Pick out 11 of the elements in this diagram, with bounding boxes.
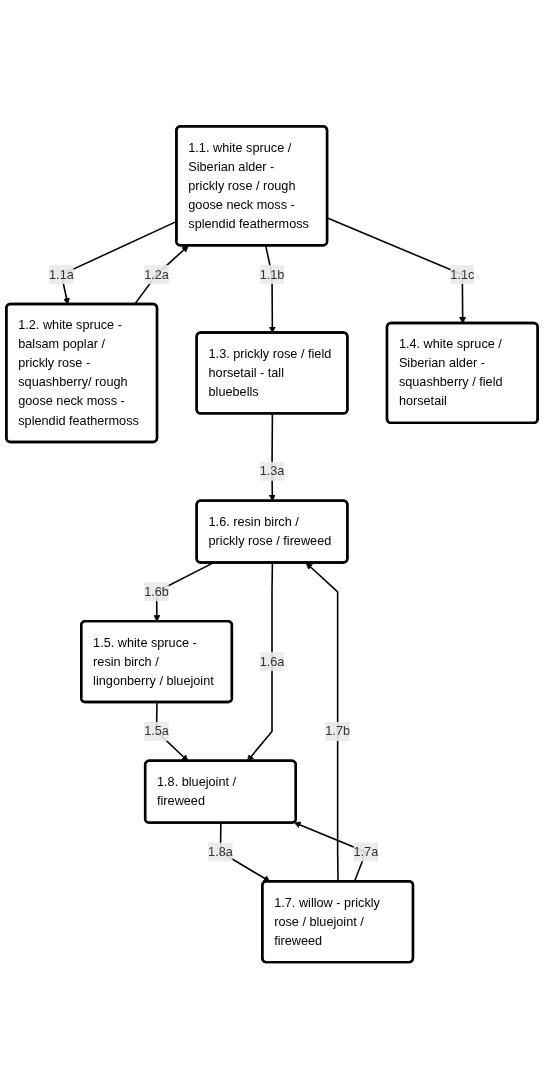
- edge-label: 1.1c: [450, 267, 475, 282]
- edge-label: 1.3a: [259, 464, 285, 478]
- edge-label: 1.2a: [144, 267, 169, 282]
- edge-label: 1.5a: [144, 724, 169, 738]
- edge-label: 1.6b: [144, 584, 169, 599]
- edge-label: 1.7b: [325, 724, 350, 738]
- edge-label: 1.6a: [259, 654, 285, 669]
- edge-label: 1.1a: [49, 267, 74, 282]
- edge-label: 1.7a: [353, 845, 379, 859]
- edge-label: 1.1b: [259, 267, 285, 282]
- edge-label: 1.8a: [208, 845, 233, 859]
